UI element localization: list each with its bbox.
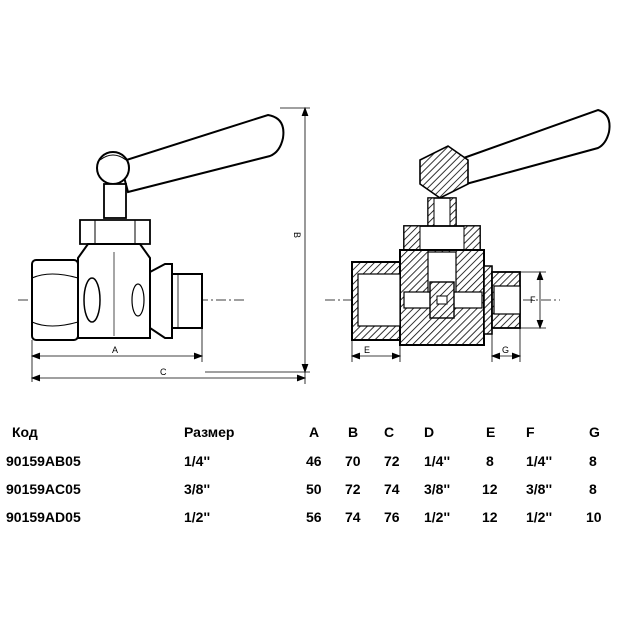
- row-2-c: 76: [384, 509, 400, 525]
- row-1-e: 12: [482, 481, 498, 497]
- header-b: B: [348, 424, 359, 440]
- side-view: [18, 113, 285, 341]
- row-0-c: 72: [384, 453, 400, 469]
- row-2-f: 1/2'': [526, 509, 553, 525]
- male-port-thread: [171, 273, 203, 329]
- dim-label-f: F: [530, 295, 536, 305]
- row-1-a: 50: [306, 481, 322, 497]
- male-port-shoulder: [149, 263, 173, 339]
- header-d: D: [424, 424, 435, 440]
- handle-lever: [118, 113, 285, 194]
- dim-label-e: E: [364, 345, 370, 355]
- row-2-size: 1/2'': [184, 509, 211, 525]
- dim-label-a: A: [112, 345, 118, 355]
- row-2-b: 74: [345, 509, 361, 525]
- section-handle-hub: [419, 145, 469, 199]
- row-1-g: 8: [589, 481, 597, 497]
- header-c: C: [384, 424, 395, 440]
- section-male-port: [483, 265, 493, 335]
- row-0-e: 8: [486, 453, 494, 469]
- row-2-g: 10: [586, 509, 602, 525]
- dim-label-g: G: [502, 345, 509, 355]
- header-size: Размер: [184, 424, 235, 440]
- row-2-code: 90159AD05: [6, 509, 81, 525]
- row-2-d: 1/2'': [424, 509, 451, 525]
- row-1-code: 90159AC05: [6, 481, 81, 497]
- row-0-d: 1/4'': [424, 453, 451, 469]
- row-0-b: 70: [345, 453, 361, 469]
- row-0-a: 46: [306, 453, 322, 469]
- header-f: F: [526, 424, 535, 440]
- female-port: [31, 259, 79, 341]
- section-view-dimensions: [350, 270, 546, 362]
- row-2-a: 56: [306, 509, 322, 525]
- row-1-f: 3/8'': [526, 481, 553, 497]
- header-a: A: [309, 424, 320, 440]
- row-1-size: 3/8'': [184, 481, 211, 497]
- row-0-code: 90159AB05: [6, 453, 81, 469]
- row-0-size: 1/4'': [184, 453, 211, 469]
- section-handle-lever: [456, 108, 611, 186]
- specification-table: Код Размер A B C D E F G 90159AB05 1/4''…: [0, 418, 629, 538]
- header-e: E: [486, 424, 496, 440]
- row-1-d: 3/8'': [424, 481, 451, 497]
- row-0-g: 8: [589, 453, 597, 469]
- row-1-b: 72: [345, 481, 361, 497]
- handle-knob: [96, 151, 130, 185]
- valve-stem: [103, 183, 127, 219]
- section-view: [325, 108, 611, 346]
- header-code: Код: [12, 424, 38, 440]
- dim-label-c: C: [160, 367, 167, 377]
- valve-technical-drawing: B A C: [18, 106, 611, 384]
- side-view-dimensions: [30, 106, 310, 384]
- dim-label-b: B: [292, 232, 302, 238]
- header-g: G: [589, 424, 600, 440]
- row-0-f: 1/4'': [526, 453, 553, 469]
- row-1-c: 74: [384, 481, 400, 497]
- row-2-e: 12: [482, 509, 498, 525]
- bonnet-nut: [79, 219, 151, 245]
